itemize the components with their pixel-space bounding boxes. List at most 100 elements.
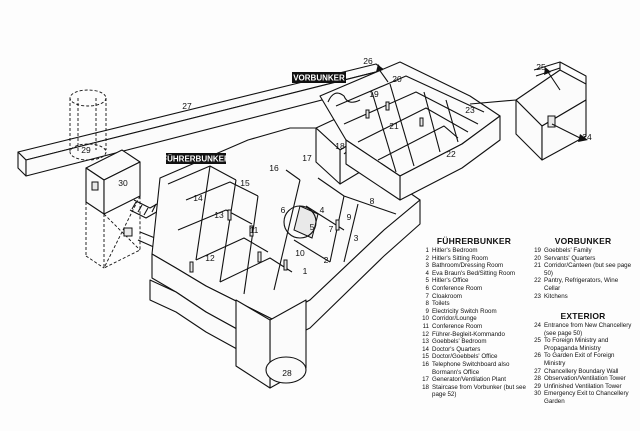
legend-exterior-title: EXTERIOR: [560, 311, 606, 321]
legend-item-label: Doctor's Quarters: [432, 345, 481, 353]
legend-item-label: Generator/Ventilation Plant: [432, 376, 506, 384]
legend-item-number: 10: [422, 315, 429, 323]
room-number-20: 20: [392, 74, 402, 84]
legend-item-number: 24: [534, 322, 541, 329]
legend-item-label: Entrance from New Chancellery (see page …: [544, 322, 632, 337]
legend-item-label: Goebbels' Family: [544, 247, 592, 254]
legend-item-number: 22: [534, 277, 541, 285]
room-number-11: 11: [250, 225, 259, 235]
legend-item-label: Doctor/Goebbels' Office: [432, 353, 498, 361]
legend-item-number: 15: [422, 353, 429, 361]
legend-item-label: Hitler's Bedroom: [432, 247, 478, 254]
room-number-13: 13: [214, 210, 224, 220]
room-number-1: 1: [303, 266, 308, 276]
legend-item-number: 20: [534, 254, 541, 262]
legend-item-label: To Foreign Ministry and Propaganda Minis…: [544, 337, 609, 352]
legend-item-number: 16: [422, 360, 429, 368]
legend-item-label: Goebbels' Bedroom: [432, 338, 487, 346]
room-number-4: 4: [320, 205, 325, 215]
room-number-25: 25: [536, 62, 546, 72]
legend-item-label: Observation/Ventilation Tower: [544, 375, 626, 383]
legend-fuhrerbunker-title: FÜHRERBUNKER: [436, 236, 512, 246]
legend-item-number: 26: [534, 352, 541, 360]
legend-item-number: 21: [534, 262, 541, 270]
tag-vorbunker-text: VORBUNKER: [293, 74, 345, 83]
legend-item-label: Conference Room: [432, 284, 483, 292]
room-number-19: 19: [369, 89, 379, 99]
legend-item-label: Bathroom/Dressing Room: [432, 262, 504, 270]
legend-item-label: Unfinished Ventilation Tower: [544, 382, 622, 390]
room-number-21: 21: [389, 121, 399, 131]
legend-item-label: Conference Room: [432, 322, 483, 330]
legend-item-number: 1: [425, 247, 429, 254]
legend-item-number: 2: [425, 254, 429, 262]
direction-arrows: [376, 64, 588, 142]
room-number-28: 28: [282, 368, 292, 378]
room-number-6: 6: [281, 205, 286, 215]
legend-item-number: 3: [425, 262, 429, 270]
legend-item-number: 29: [534, 382, 541, 390]
legend-item-label: Staircase from Vorbunker (but see page 5…: [432, 383, 526, 399]
legend-item-label: Hitler's Sitting Room: [432, 254, 488, 262]
legend-item-number: 18: [422, 383, 429, 391]
legend-item-number: 30: [534, 390, 541, 398]
legend-item-number: 7: [425, 292, 429, 300]
room-number-12: 12: [205, 253, 215, 263]
legend-item-number: 8: [425, 300, 429, 308]
room-number-24: 24: [582, 132, 592, 142]
room-number-3: 3: [354, 233, 359, 243]
legend-item-number: 12: [422, 330, 429, 338]
legend-item-label: Emergency Exit to Chancellery Garden: [544, 390, 629, 405]
room-number-10: 10: [295, 248, 305, 258]
legend-item-number: 11: [422, 322, 429, 330]
legend-item-label: Corridor/Canteen (but see page 50): [544, 262, 632, 277]
legend-item-number: 23: [534, 292, 541, 300]
legend-item-label: Kitchens: [544, 292, 568, 300]
legend-item-label: Servants' Quarters: [544, 254, 596, 262]
legend-item-number: 9: [425, 307, 429, 315]
legend-item-label: Eva Braun's Bed/Sitting Room: [432, 269, 516, 277]
ventilation-tower-29: [69, 89, 107, 161]
tag-fuhrerbunker-text: FÜHRERBUNKER: [162, 155, 230, 164]
legend-item-number: 28: [534, 375, 541, 383]
room-number-27: 27: [182, 101, 192, 111]
legend-item-number: 25: [534, 337, 541, 345]
legend-item-label: To Garden Exit of Foreign Ministry: [544, 352, 615, 367]
tag-fuhrerbunker: FÜHRERBUNKER: [162, 153, 230, 164]
legend-item-label: Führer-Begleit-Kommando: [432, 330, 505, 338]
legend-item-label: Cloakroom: [432, 292, 462, 300]
legend-item-label: Telephone Switchboard also Bormann's Off…: [432, 360, 510, 376]
legend-item-label: Electricity Switch Room: [432, 307, 497, 315]
legend-item-number: 5: [425, 277, 429, 285]
room-number-7: 7: [329, 224, 334, 234]
